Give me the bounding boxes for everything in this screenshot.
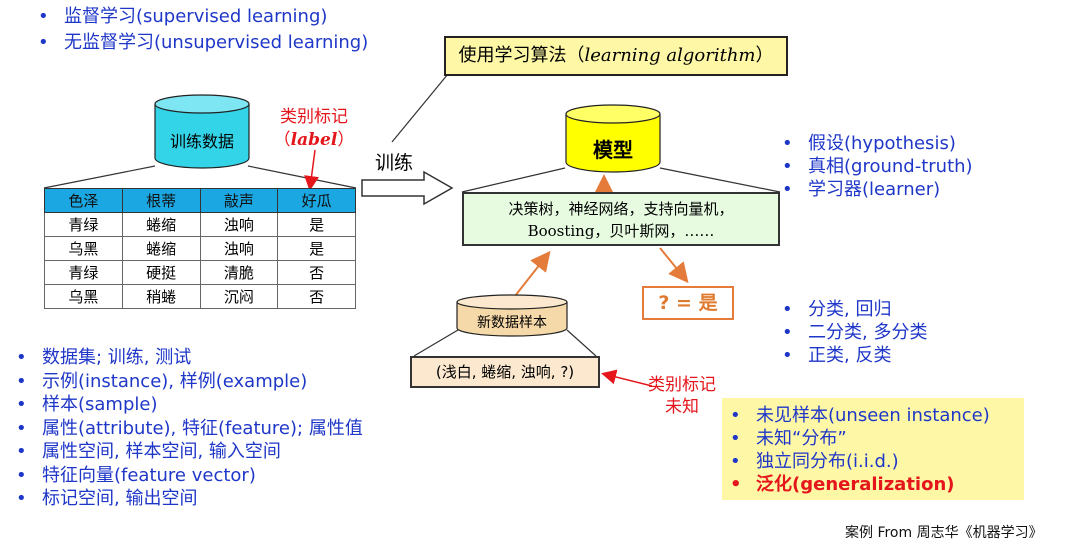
list-item: 标记空间, 输出空间 — [12, 487, 363, 511]
list-item: 特征向量(feature vector) — [12, 464, 363, 488]
table-header: 色泽 — [44, 188, 123, 213]
list-item: 样本(sample) — [12, 393, 363, 417]
algorithm-term: learning algorithm — [584, 45, 756, 66]
list-item: 示例(instance), 样例(example) — [12, 370, 363, 394]
funnel-line-left — [43, 165, 156, 189]
algorithm-connector-line — [391, 73, 449, 143]
model-label: 模型 — [593, 138, 633, 162]
table-header: 敲声 — [199, 188, 279, 213]
new-sample-label: 新数据样本 — [477, 315, 547, 331]
unknown-label-annotation: 类别标记 未知 — [648, 375, 716, 417]
sample-to-model-arrow — [514, 250, 551, 297]
sample-funnel-right — [566, 329, 597, 357]
list-item: 分类, 回归 — [778, 298, 927, 321]
model-cylinder: 模型 — [565, 104, 661, 174]
list-item: 监督学习(supervised learning) — [34, 4, 368, 30]
list-item: 无监督学习(unsupervised learning) — [34, 30, 368, 56]
model-examples-box: 决策树，神经网络，支持向量机， Boosting，贝叶斯网，…… — [462, 192, 780, 246]
training-data-cylinder: 训练数据 — [154, 94, 250, 170]
funnel-line-right — [247, 165, 357, 189]
new-sample-box: (浅白, 蜷缩, 浊响, ?) — [410, 356, 600, 388]
list-item: 属性(attribute), 特征(feature); 属性值 — [12, 417, 363, 441]
model-terms-list: 假设(hypothesis) 真相(ground-truth) 学习器(lear… — [778, 132, 973, 201]
table-row: 青绿硬挺清脆否 — [44, 260, 356, 285]
source-credit: 案例 From 周志华《机器学习》 — [845, 525, 1043, 541]
train-arrow — [361, 170, 454, 206]
list-item: 属性空间, 样本空间, 输入空间 — [12, 440, 363, 464]
table-header: 根蒂 — [121, 188, 201, 213]
table-header: 好瓜 — [277, 188, 356, 213]
label-annotation: 类别标记 （label） — [273, 107, 355, 150]
algorithm-box: 使用学习算法（learning algorithm） — [444, 36, 788, 76]
prediction-box: ? = 是 — [642, 286, 734, 320]
sample-funnel-left — [413, 329, 459, 357]
list-item: 正类, 反类 — [778, 344, 927, 367]
list-item: 数据集; 训练, 测试 — [12, 346, 363, 370]
training-data-label: 训练数据 — [169, 132, 234, 151]
list-item: 未见样本(unseen instance) — [726, 404, 990, 427]
generalization-box: 未见样本(unseen instance) 未知“分布” 独立同分布(i.i.d… — [722, 398, 1024, 500]
label-arrow — [304, 149, 320, 191]
list-item: 真相(ground-truth) — [778, 155, 973, 178]
new-sample-cylinder: 新数据样本 — [456, 294, 568, 338]
list-item: 假设(hypothesis) — [778, 132, 973, 155]
list-item: 独立同分布(i.i.d.) — [726, 450, 990, 473]
table-row: 乌黑蜷缩浊响是 — [44, 236, 356, 261]
table-row: 青绿蜷缩浊响是 — [44, 212, 356, 237]
list-item: 泛化(generalization) — [726, 473, 990, 496]
list-item: 学习器(learner) — [778, 178, 973, 201]
unknown-arrow — [601, 369, 653, 387]
learning-types-list: 监督学习(supervised learning) 无监督学习(unsuperv… — [34, 4, 368, 56]
training-data-table: 色泽 根蒂 敲声 好瓜 青绿蜷缩浊响是 乌黑蜷缩浊响是 青绿硬挺清脆否 乌黑稍蜷… — [44, 188, 356, 309]
generalization-terms-list: 未见样本(unseen instance) 未知“分布” 独立同分布(i.i.d… — [726, 404, 990, 496]
list-item: 未知“分布” — [726, 427, 990, 450]
table-row: 乌黑稍蜷沉闷否 — [44, 284, 356, 309]
model-funnel-right — [659, 167, 781, 193]
list-item: 二分类, 多分类 — [778, 321, 927, 344]
data-terms-list: 数据集; 训练, 测试 示例(instance), 样例(example) 样本… — [12, 346, 363, 511]
model-funnel-left — [461, 167, 566, 193]
model-to-answer-arrow — [659, 247, 689, 284]
task-types-list: 分类, 回归 二分类, 多分类 正类, 反类 — [778, 298, 927, 367]
train-label: 训练 — [375, 152, 414, 174]
